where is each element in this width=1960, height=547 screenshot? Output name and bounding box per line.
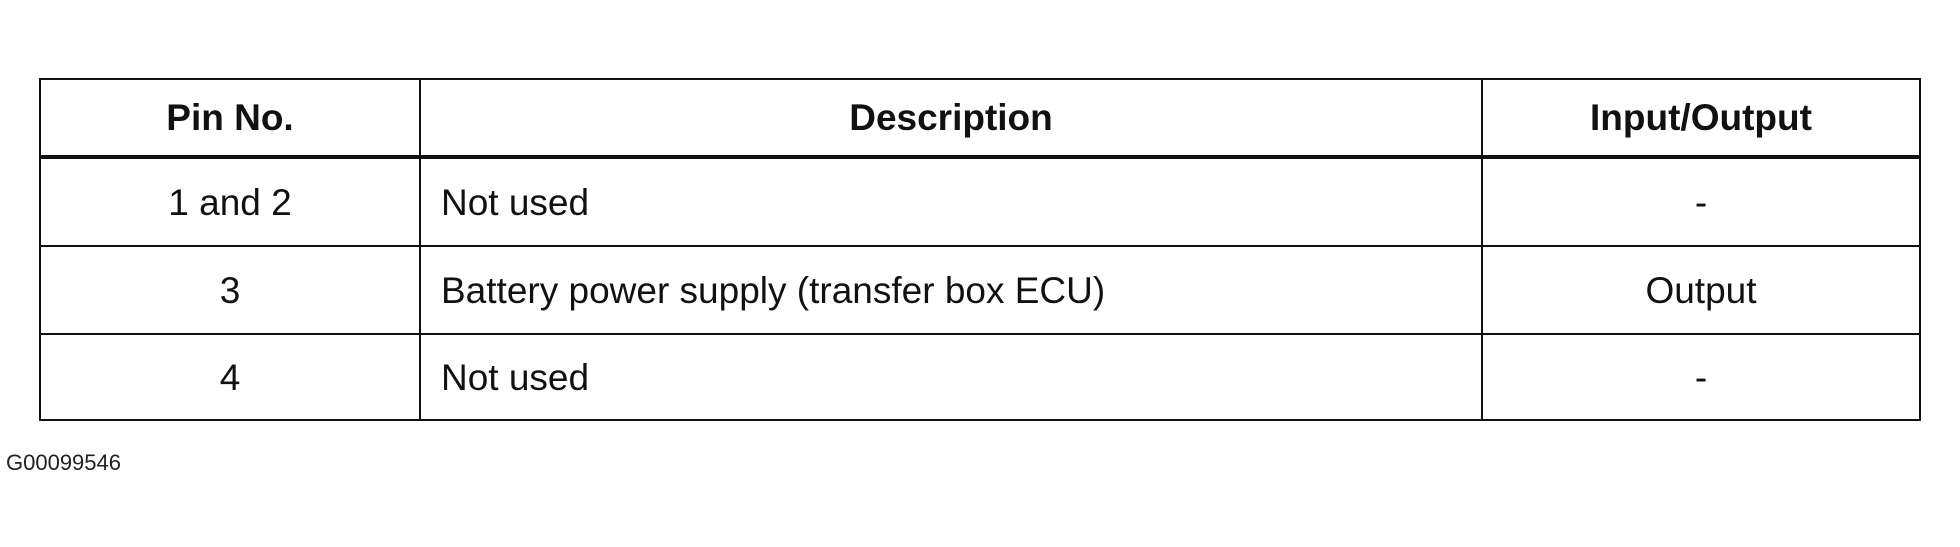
header-pin-no: Pin No. [39,78,421,159]
cell-input-output: - [1481,333,1921,421]
table-row: 1 and 2 Not used - [39,156,1921,247]
pin-table: Pin No. Description Input/Output 1 and 2… [39,78,1921,421]
figure-id: G00099546 [6,450,121,475]
cell-description: Not used [419,156,1483,247]
table-row: 3 Battery power supply (transfer box ECU… [39,245,1921,335]
cell-description: Battery power supply (transfer box ECU) [419,245,1483,335]
cell-description: Not used [419,333,1483,421]
table-header-row: Pin No. Description Input/Output [39,78,1921,159]
cell-pin: 1 and 2 [39,156,421,247]
header-description: Description [419,78,1483,159]
cell-input-output: Output [1481,245,1921,335]
cell-pin: 3 [39,245,421,335]
cell-input-output: - [1481,156,1921,247]
header-input-output: Input/Output [1481,78,1921,159]
table-row: 4 Not used - [39,333,1921,421]
cell-pin: 4 [39,333,421,421]
